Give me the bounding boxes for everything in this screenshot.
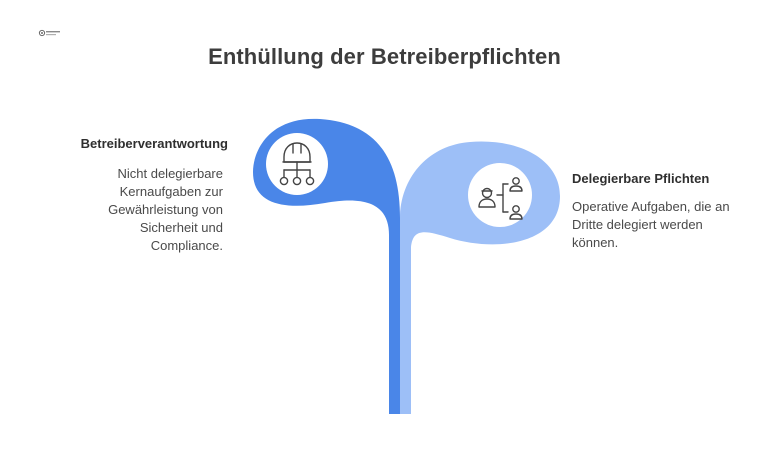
left-description: Nicht delegierbare Kernaufgaben zur Gewä… [108,166,223,253]
brand-logo [38,29,60,37]
hardhat-hierarchy-icon [279,142,315,186]
left-text-block: Betreiberverantwortung Nicht delegierbar… [38,136,228,255]
right-heading: Delegierbare Pflichten [572,171,710,186]
left-heading: Betreiberverantwortung [80,136,228,151]
right-text-block: Delegierbare Pflichten Operative Aufgabe… [572,171,742,252]
right-description: Operative Aufgaben, die an Dritte delegi… [572,199,730,250]
delegation-people-icon [478,177,523,220]
page-title: Enthüllung der Betreiberpflichten [208,44,561,69]
